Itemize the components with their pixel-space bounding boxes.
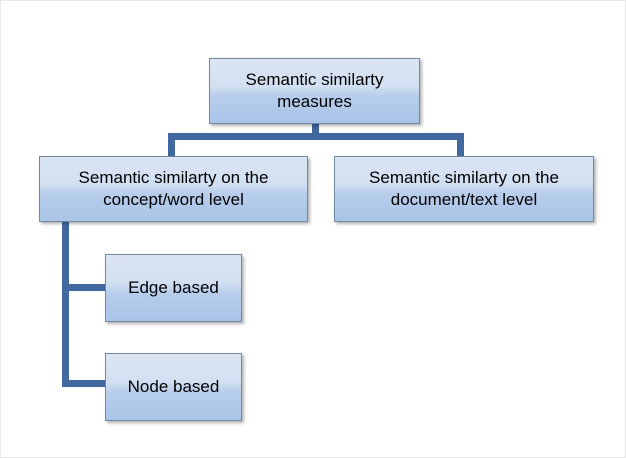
node-label: Semantic similarty on the document/text … [369, 168, 559, 209]
connector-to-edge-based [62, 284, 108, 291]
connector-to-concept-node [168, 133, 175, 158]
node-concept-word-level[interactable]: Semantic similarty on the concept/word l… [39, 156, 308, 222]
connector-concept-trunk [62, 220, 69, 387]
node-label: Node based [127, 377, 220, 397]
connector-to-document-node [457, 133, 464, 158]
node-node-based[interactable]: Node based [105, 353, 242, 421]
node-document-text-level[interactable]: Semantic similarty on the document/text … [334, 156, 594, 222]
connector-root-to-split [312, 122, 319, 139]
node-label: Semantic similarty measures [245, 70, 384, 111]
node-edge-based[interactable]: Edge based [105, 254, 242, 322]
node-label: Semantic similarty on the concept/word l… [78, 168, 269, 209]
connector-to-node-based [62, 380, 108, 387]
connector-horizontal-bar [168, 133, 464, 140]
node-semantic-similarity-measures[interactable]: Semantic similarty measures [209, 58, 420, 124]
node-label: Edge based [128, 278, 219, 298]
